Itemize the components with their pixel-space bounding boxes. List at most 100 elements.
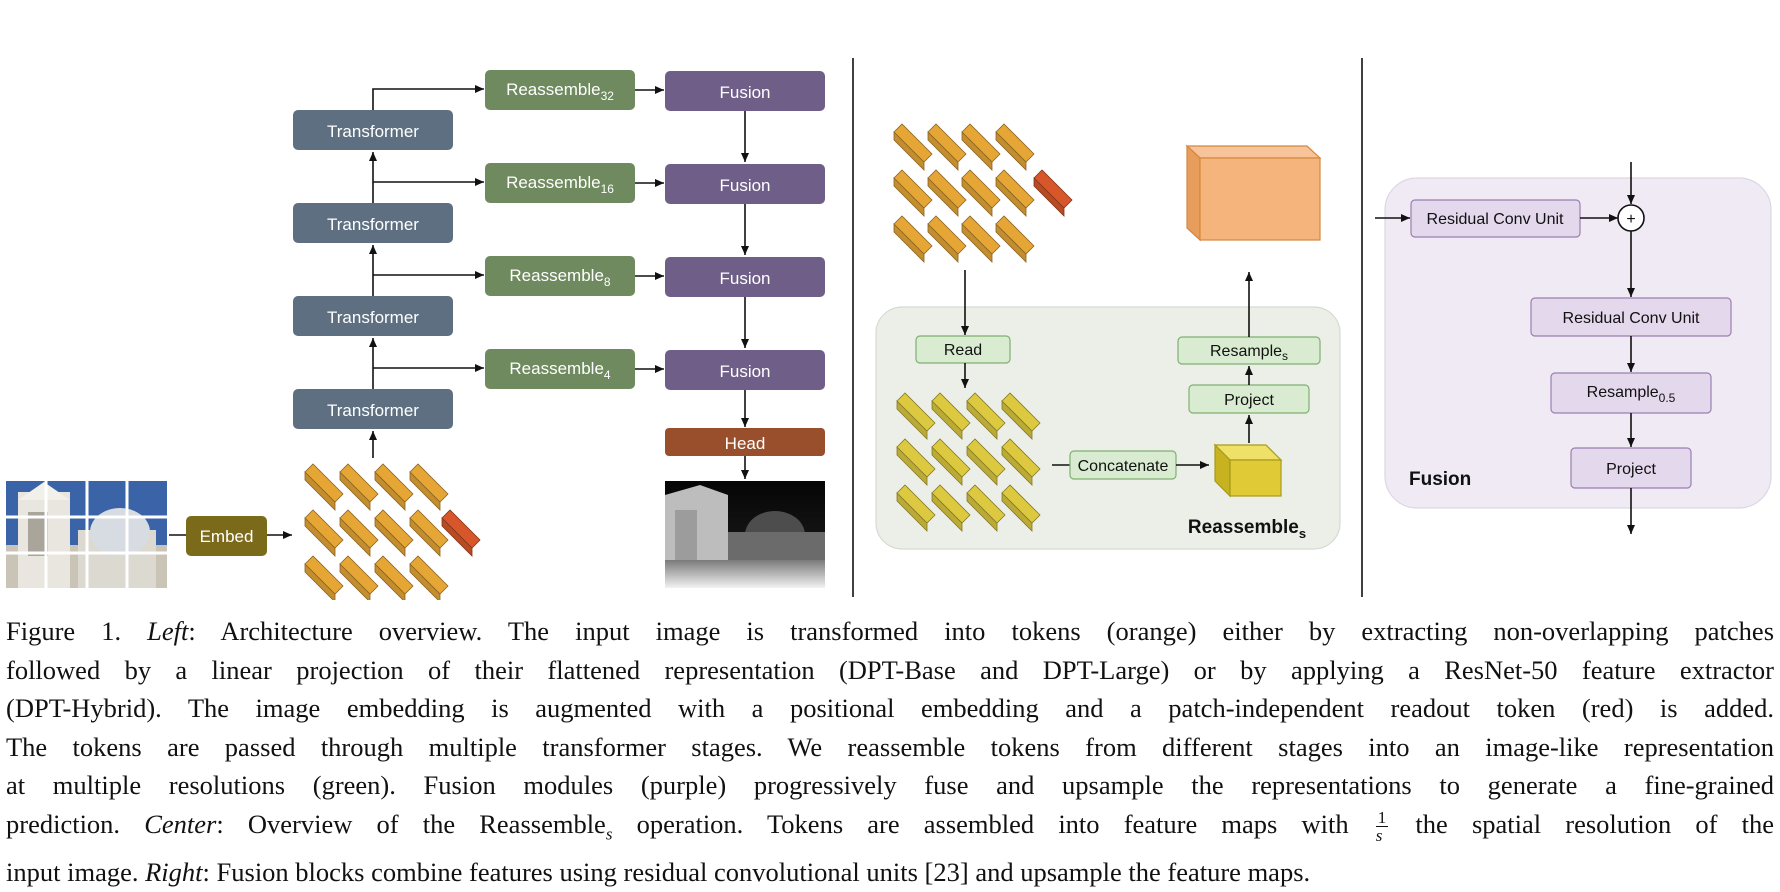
input-tokens <box>304 463 481 600</box>
token-top <box>304 555 344 595</box>
caption-text: operation. Tokens are assembled into fea… <box>612 808 1349 839</box>
token-top <box>931 438 971 478</box>
token-top <box>304 463 344 503</box>
project-block-right: Project <box>1570 447 1692 489</box>
caption-text: : Overview of the Reassemble <box>216 808 606 839</box>
caption-text: input image. <box>6 857 139 888</box>
fusion-panel-bg <box>1384 177 1772 509</box>
caption-text: the spatial resolution of the <box>1391 808 1775 839</box>
token-top <box>995 215 1035 255</box>
token-top <box>1001 392 1041 432</box>
fusion-panel-title: Fusion <box>1409 469 1471 490</box>
caption-center-em: Center <box>144 808 217 839</box>
token-top <box>409 509 449 549</box>
fusion-label: Fusion <box>719 269 770 288</box>
head-label: Head <box>725 434 766 453</box>
token-top <box>339 509 379 549</box>
token-top <box>893 169 933 209</box>
token-top <box>893 215 933 255</box>
token-top <box>961 169 1001 209</box>
token-top <box>304 509 344 549</box>
rcu-label: Residual Conv Unit <box>1427 211 1565 228</box>
reassemble-4-label: Reassemble4 <box>509 359 611 382</box>
token-top <box>927 123 967 163</box>
fraction-numerator: 1 <box>1375 807 1389 827</box>
token-top <box>1001 438 1041 478</box>
project-block: Project <box>1188 384 1310 414</box>
resample-s-label: Resamples <box>1210 343 1288 363</box>
center-panel: Read Concatenate Project Resamples Reass… <box>875 123 1341 550</box>
transformer-label: Transformer <box>327 401 419 420</box>
token-top <box>374 555 414 595</box>
figure-label: Figure 1. <box>6 616 122 646</box>
token-top <box>374 463 414 503</box>
depth-output-image <box>665 481 825 588</box>
fusion-label: Fusion <box>719 176 770 195</box>
read-block: Read <box>915 335 1011 364</box>
caption-line: at multiple resolutions (green). Fusion … <box>6 770 1774 800</box>
reassemble-16-label: Reassemble16 <box>506 173 614 196</box>
input-image <box>6 481 167 588</box>
concatenate-block: Concatenate <box>1069 450 1177 480</box>
token-top <box>966 392 1006 432</box>
project-label: Project <box>1606 461 1656 478</box>
token-top <box>896 438 936 478</box>
center-input-tokens <box>893 123 1073 263</box>
caption-line: followed by a linear projection of their… <box>6 654 1774 685</box>
figure-caption: Figure 1. Left: Architecture overview. T… <box>6 612 1774 892</box>
token-top <box>961 215 1001 255</box>
caption-right-em: Right <box>145 857 203 888</box>
caption-subscript: s <box>605 823 613 843</box>
fraction-denominator: s <box>1375 825 1383 845</box>
token-top <box>931 484 971 524</box>
caption-text: prediction. <box>6 808 121 839</box>
residual-conv-unit-2: Residual Conv Unit <box>1530 297 1732 337</box>
left-panel: Embed Transformer Transformer Transforme… <box>6 70 825 600</box>
caption-left-em: Left <box>147 616 189 646</box>
add-node: + <box>1617 204 1645 232</box>
transformer-label: Transformer <box>327 308 419 327</box>
token-top <box>896 392 936 432</box>
token-top <box>409 463 449 503</box>
embed-block: Embed <box>186 516 267 556</box>
token-top <box>339 463 379 503</box>
token-top <box>1033 169 1073 209</box>
transformer-stack: Transformer Transformer Transformer Tran… <box>293 110 453 429</box>
architecture-figure: Embed Transformer Transformer Transforme… <box>6 58 1772 600</box>
reassemble-8-label: Reassemble8 <box>509 266 611 289</box>
rcu-label: Residual Conv Unit <box>1563 310 1701 327</box>
fusion-blocks: Fusion Fusion Fusion Fusion <box>665 71 825 390</box>
plus-symbol: + <box>1626 211 1635 228</box>
token-top <box>927 169 967 209</box>
caption-line: prediction. Center: Overview of the Reas… <box>6 805 1774 854</box>
token-top <box>995 123 1035 163</box>
caption-line: input image. Right: Fusion blocks combin… <box>6 853 1774 892</box>
caption-text: : Fusion blocks combine features using r… <box>202 857 1311 888</box>
output-feature-map <box>1185 144 1322 242</box>
reassemble-32-label: Reassemble32 <box>506 80 614 103</box>
token-top <box>441 509 481 549</box>
read-label: Read <box>944 342 982 359</box>
transformer-label: Transformer <box>327 215 419 234</box>
token-top <box>1001 484 1041 524</box>
resample-05-label: Resample0.5 <box>1587 384 1676 405</box>
concatenate-label: Concatenate <box>1078 458 1169 475</box>
caption-line: (DPT-Hybrid). The image embedding is aug… <box>6 693 1774 723</box>
center-read-tokens <box>896 392 1041 532</box>
token-top <box>966 438 1006 478</box>
head-block: Head <box>665 428 825 456</box>
reassemble-blocks: Reassemble32 Reassemble16 Reassemble8 Re… <box>485 70 635 389</box>
concatenated-feature-map <box>1213 443 1283 498</box>
caption-line: Figure 1. Left: Architecture overview. T… <box>6 612 1774 651</box>
reassemble-panel-title: Reassembles <box>1188 517 1306 541</box>
token-top <box>995 169 1035 209</box>
resample-block: Resamples <box>1177 336 1321 365</box>
project-label: Project <box>1224 392 1274 409</box>
caption-line: The tokens are passed through multiple t… <box>6 731 1774 762</box>
transformer-label: Transformer <box>327 122 419 141</box>
fusion-label: Fusion <box>719 83 770 102</box>
token-top <box>927 215 967 255</box>
embed-label: Embed <box>200 527 254 546</box>
token-top <box>339 555 379 595</box>
